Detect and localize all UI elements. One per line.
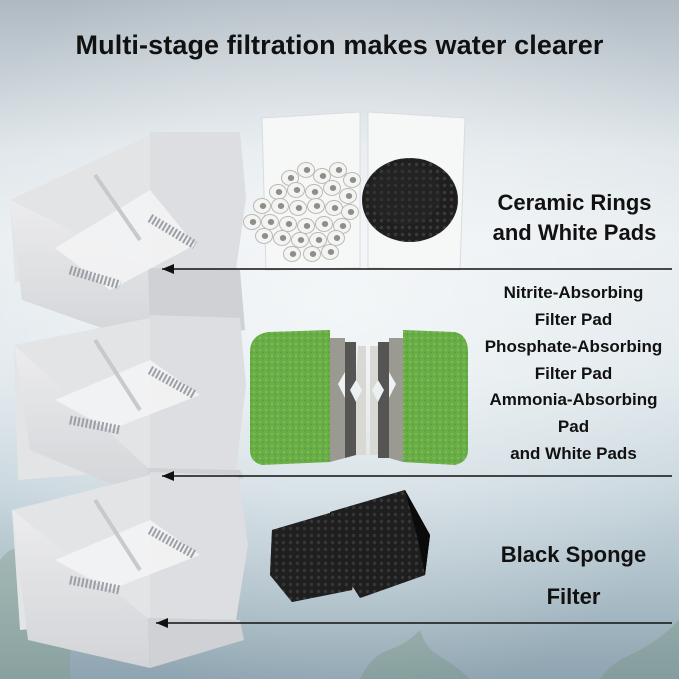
filter-tray-icon xyxy=(12,472,248,668)
carbon-granules-icon xyxy=(362,158,458,242)
stage-1-label-line: Ceramic Rings xyxy=(497,190,652,215)
stage-2-label-line: Filter Pad xyxy=(534,363,613,383)
stage-3-label-line: Black Sponge xyxy=(500,542,647,567)
headline: Multi-stage filtration makes water clear… xyxy=(75,30,604,60)
filter-tray-icon xyxy=(14,315,246,500)
ceramic-rings-icon xyxy=(243,162,361,262)
stage-2-label-line: Nitrite-Absorbing xyxy=(503,283,644,302)
stage-2-label-line: Phosphate-Absorbing xyxy=(484,336,663,356)
stage-3-label: Black Sponge Filter xyxy=(468,534,679,618)
stage-2-label-line: Ammonia-Absorbing xyxy=(489,390,658,410)
stage-2-label-line: and White Pads xyxy=(510,444,637,464)
arrow-left-icon xyxy=(156,618,672,628)
black-sponge-icon xyxy=(270,490,430,602)
filter-tray-icon xyxy=(10,132,246,345)
stage-2-label-line: Filter Pad xyxy=(534,309,613,329)
stage-3-label-line: Filter xyxy=(546,583,601,609)
stage-2-label-line: Pad xyxy=(557,417,590,437)
arrow-left-icon xyxy=(162,471,672,481)
green-filter-pad-icon xyxy=(250,330,468,465)
stage-2-label: Nitrite-Absorbing Filter Pad Phosphate-A… xyxy=(468,280,679,468)
stage-1-label: Ceramic Rings and White Pads xyxy=(470,188,679,247)
arrow-left-icon xyxy=(162,264,672,274)
stage-1-label-line: and White Pads xyxy=(492,219,657,245)
